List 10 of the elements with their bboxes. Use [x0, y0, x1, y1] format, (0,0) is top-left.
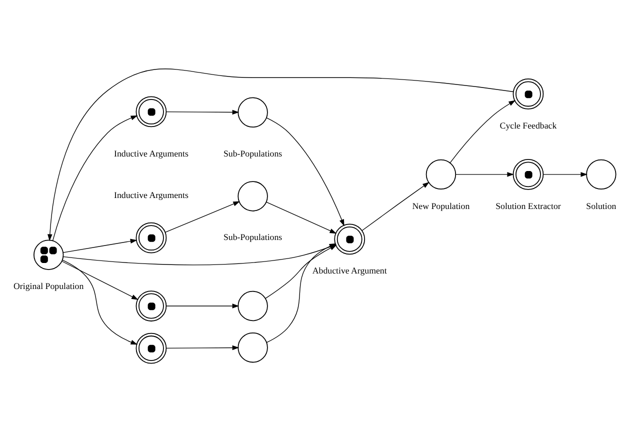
label: Inductive Arguments [114, 148, 188, 158]
label: Sub-Populations [224, 148, 282, 158]
node-label: Solution Extractor [496, 200, 561, 210]
label: Inductive Arguments [114, 189, 188, 200]
node-label: Cycle Feedback [500, 120, 557, 130]
node-label: New Population [412, 200, 470, 210]
node-label: Solution [586, 200, 616, 210]
label: Sub-Populations [224, 232, 282, 242]
node-label: Abductive Argument [312, 265, 387, 276]
node-label: Original Population [14, 280, 84, 291]
